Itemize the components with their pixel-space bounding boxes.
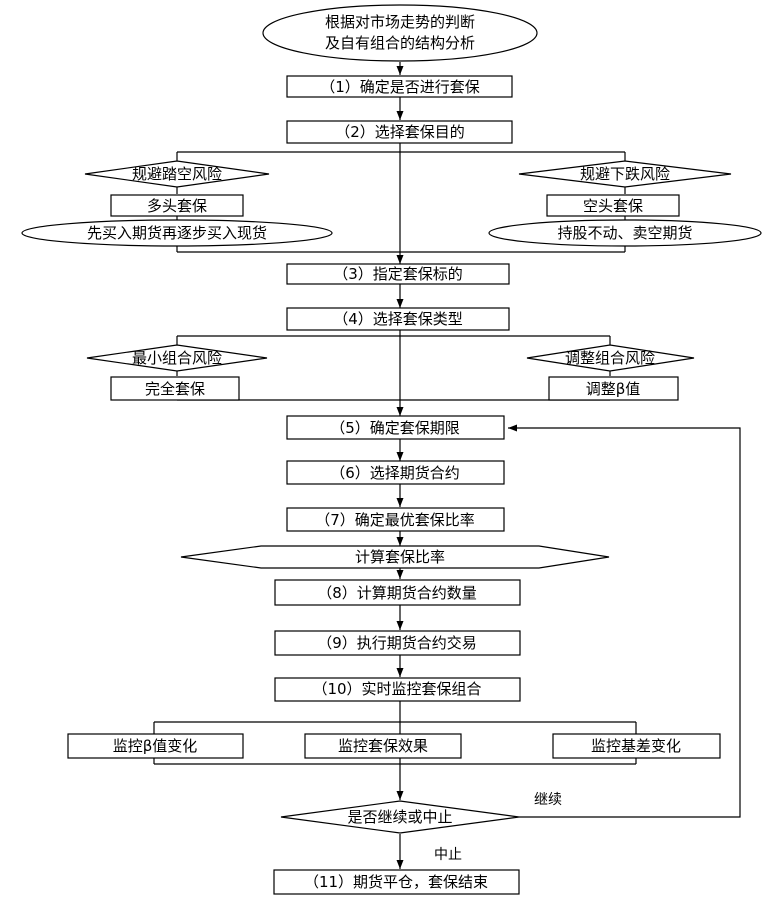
step-4-label: （4）选择套保类型 xyxy=(333,310,463,328)
type-left-hedge-label: 完全套保 xyxy=(145,380,205,398)
step-11-label: （11）期货平仓，套保结束 xyxy=(304,873,488,891)
purpose-right-hedge-box xyxy=(546,194,680,217)
step-6-box xyxy=(286,460,505,485)
monitor-basis-box xyxy=(552,733,721,759)
step-5-label: （5）确定套保期限 xyxy=(330,419,460,437)
step-1-label: （1）确定是否进行套保 xyxy=(320,78,480,96)
purpose-left-risk-label: 规避踏空风险 xyxy=(132,165,222,183)
step-7-box xyxy=(286,507,505,532)
ratio-calc-label: 计算套保比率 xyxy=(355,548,445,566)
monitor-beta-label: 监控β值变化 xyxy=(113,737,198,755)
type-right-risk-label: 调整组合风险 xyxy=(565,349,655,367)
step-2-label: （2）选择套保目的 xyxy=(335,123,465,141)
purpose-left-hedge-box xyxy=(110,194,244,217)
monitor-beta-box xyxy=(67,733,244,759)
step-2-box xyxy=(286,120,513,144)
step-6-label: （6）选择期货合约 xyxy=(330,464,460,482)
step-8-label: （8）计算期货合约数量 xyxy=(317,584,477,602)
ratio-calc-hexagon xyxy=(180,545,610,569)
step-5-box xyxy=(286,415,505,440)
purpose-right-action-label: 持股不动、卖空期货 xyxy=(557,224,692,242)
decision-label: 是否继续或中止 xyxy=(347,808,452,826)
type-right-hedge-label: 调整β值 xyxy=(586,380,641,398)
step-1-box xyxy=(286,75,513,98)
step-11-box xyxy=(273,869,520,895)
purpose-right-risk-label: 规避下跌风险 xyxy=(580,165,670,183)
stop-label: 中止 xyxy=(434,847,462,863)
loop-back-arrow xyxy=(508,424,741,818)
type-right-hedge-box xyxy=(548,376,679,401)
purpose-left-hedge-label: 多头套保 xyxy=(147,197,207,215)
monitor-basis-label: 监控基差变化 xyxy=(591,737,681,755)
step-10-label: （10）实时监控套保组合 xyxy=(312,680,481,698)
step-10-box xyxy=(274,677,521,702)
purpose-right-hedge-label: 空头套保 xyxy=(583,197,643,215)
step-4-box xyxy=(286,307,510,331)
purpose-left-action-ellipse xyxy=(21,219,333,247)
purpose-right-risk-diamond xyxy=(518,160,732,188)
step-3-box xyxy=(286,263,510,285)
step-9-label: （9）执行期货合约交易 xyxy=(317,634,477,652)
monitor-effect-box xyxy=(304,733,462,759)
step-8-box xyxy=(274,579,521,606)
type-left-risk-diamond xyxy=(86,344,268,372)
purpose-right-action-ellipse xyxy=(488,219,762,247)
step-7-label: （7）确定最优套保比率 xyxy=(315,511,475,529)
start-text-line1: 根据对市场走势的判断 xyxy=(325,13,475,31)
start-ellipse xyxy=(262,4,538,62)
type-left-hedge-box xyxy=(110,376,240,401)
monitor-effect-label: 监控套保效果 xyxy=(338,737,428,755)
decision-diamond xyxy=(280,800,520,834)
purpose-left-action-label: 先买入期货再逐步买入现货 xyxy=(87,224,267,242)
continue-label: 继续 xyxy=(534,791,562,808)
step-9-box xyxy=(274,630,521,656)
step-3-label: （3）指定套保标的 xyxy=(333,265,463,283)
start-text-line2: 及自有组合的结构分析 xyxy=(325,34,475,52)
type-left-risk-label: 最小组合风险 xyxy=(132,349,222,367)
purpose-left-risk-diamond xyxy=(84,160,270,188)
type-right-risk-diamond xyxy=(526,344,695,372)
